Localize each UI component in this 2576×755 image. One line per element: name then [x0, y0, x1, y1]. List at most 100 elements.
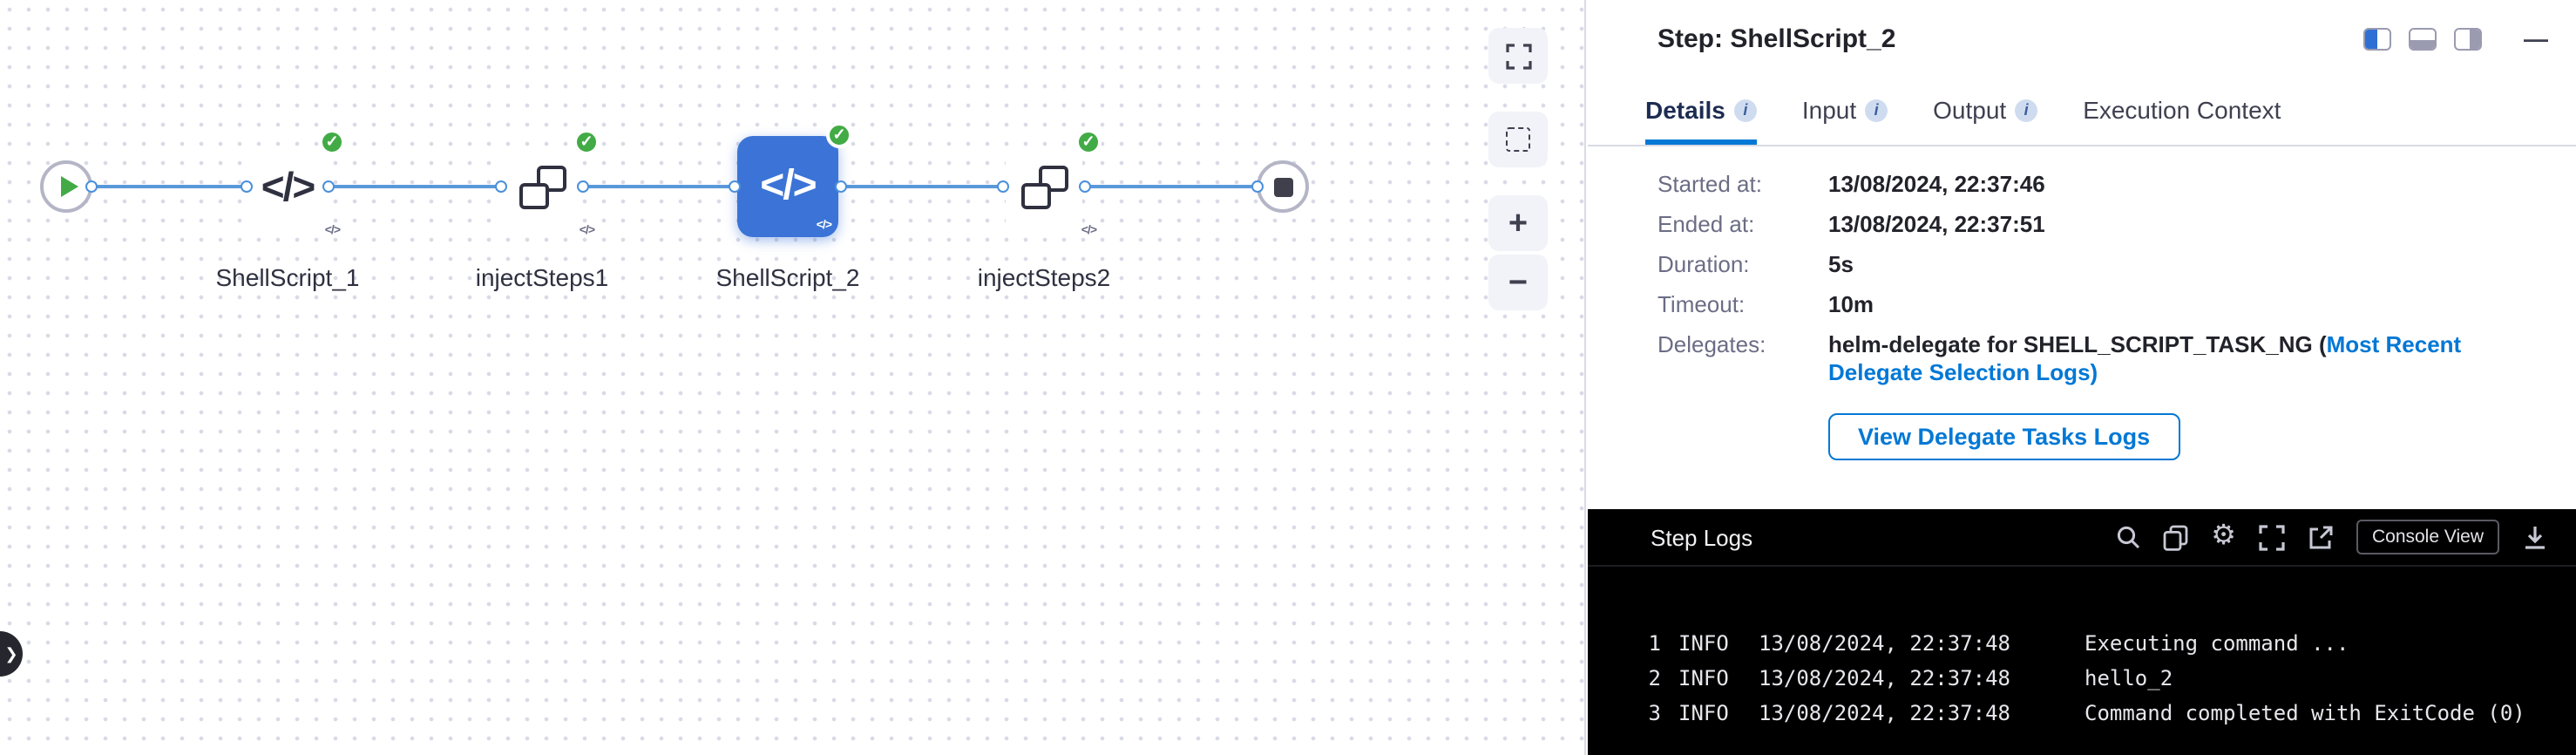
detail-value: 13/08/2024, 22:37:46: [1828, 171, 2045, 197]
log-message: hello_2: [2085, 666, 2173, 690]
node-port-left[interactable]: [729, 180, 741, 193]
code-icon: </>: [760, 162, 817, 209]
shell-script-step-icon[interactable]: ✓ </> </>: [241, 129, 345, 237]
log-timestamp: 13/08/2024, 22:37:48: [1759, 666, 2010, 690]
node-label: injectSteps2: [977, 263, 1111, 291]
log-line: 3 INFO 13/08/2024, 22:37:48 Command comp…: [1640, 696, 2576, 731]
node-port-right[interactable]: [1079, 180, 1091, 193]
pipeline-node-injectsteps2[interactable]: ✓ </> injectSteps2: [974, 129, 1114, 291]
info-icon: i: [1865, 99, 1888, 121]
log-timestamp: 13/08/2024, 22:37:48: [1759, 701, 2010, 725]
node-label: ShellScript_2: [715, 263, 860, 291]
detail-row-started-at: Started at: 13/08/2024, 22:37:46: [1657, 171, 2541, 197]
fullscreen-icon[interactable]: [2259, 524, 2285, 550]
node-port-right[interactable]: [85, 180, 98, 193]
play-icon: [60, 176, 78, 197]
log-message: Executing command ...: [2085, 631, 2349, 656]
node-label: injectSteps1: [475, 263, 609, 291]
node-port-left[interactable]: [495, 180, 507, 193]
delegate-selection-logs-link[interactable]: Most Recent Delegate Selection Logs: [1828, 331, 2462, 386]
view-delegate-tasks-logs-button[interactable]: View Delegate Tasks Logs: [1828, 412, 2180, 459]
step-detail-tabs: Details i Input i Output i Execution Con…: [1588, 77, 2576, 146]
pipeline-node-start[interactable]: [14, 134, 119, 239]
expand-icon: [1505, 43, 1531, 69]
node-port-right[interactable]: [835, 180, 847, 193]
inject-steps-step-icon[interactable]: ✓ </>: [495, 129, 600, 237]
pipeline-canvas[interactable]: ✓ </> </> ShellScript_1 ✓ </> injectStep…: [0, 0, 1586, 755]
end-node-icon[interactable]: [1251, 160, 1309, 213]
detail-label: Ended at:: [1657, 211, 1755, 237]
minimize-button[interactable]: —: [2524, 24, 2548, 52]
tab-execution-context[interactable]: Execution Context: [2083, 77, 2281, 145]
step-title: Step: ShellScript_2: [1657, 24, 1896, 53]
zoom-out-button[interactable]: −: [1488, 255, 1548, 310]
tab-output[interactable]: Output i: [1933, 77, 2038, 145]
node-port-right[interactable]: [577, 180, 589, 193]
stop-icon: [1273, 177, 1292, 196]
chevron-right-icon: ❯: [4, 644, 18, 662]
log-line: 2 INFO 13/08/2024, 22:37:48 hello_2: [1640, 661, 2576, 696]
tab-details[interactable]: Details i: [1645, 77, 1757, 145]
delegates-close-paren: ): [2090, 359, 2098, 386]
search-icon[interactable]: [2115, 525, 2139, 549]
success-badge-icon: ✓: [826, 122, 852, 148]
success-badge-icon: ✓: [319, 129, 345, 155]
log-timestamp: 13/08/2024, 22:37:48: [1759, 631, 2010, 656]
detail-label: Started at:: [1657, 171, 1762, 197]
node-port-left[interactable]: [1251, 180, 1264, 193]
node-port-left[interactable]: [997, 180, 1009, 193]
copy-steps-icon: [519, 165, 566, 208]
left-panel-toggle[interactable]: ❯: [0, 631, 23, 677]
pipeline-node-shellscript-2[interactable]: ✓ </> </> ShellScript_2: [715, 122, 860, 291]
detail-row-delegates: Delegates: helm-delegate for SHELL_SCRIP…: [1657, 331, 2541, 388]
step-logs-title: Step Logs: [1651, 524, 1753, 550]
copy-icon[interactable]: [2162, 524, 2188, 550]
step-type-mini-icon: </>: [816, 220, 832, 232]
detail-label: Duration:: [1657, 251, 1750, 277]
tab-label: Execution Context: [2083, 96, 2281, 124]
console-view-button[interactable]: Console View: [2356, 520, 2499, 554]
tab-input[interactable]: Input i: [1802, 77, 1888, 145]
log-line-number: 1: [1648, 631, 1661, 656]
node-port-left[interactable]: [241, 180, 253, 193]
fit-to-screen-button[interactable]: [1488, 28, 1548, 84]
pipeline-node-injectsteps1[interactable]: ✓ </> injectSteps1: [472, 129, 612, 291]
tab-label: Input: [1801, 96, 1857, 124]
open-external-icon[interactable]: [2308, 524, 2334, 550]
pipeline-node-shellscript-1[interactable]: ✓ </> </> ShellScript_1: [215, 129, 360, 291]
pipeline-edge: [66, 185, 1257, 188]
step-logs-header: Step Logs ⚙ Console View: [1588, 509, 2576, 567]
details-section: Started at: 13/08/2024, 22:37:46 Ended a…: [1588, 146, 2576, 459]
layout-split-right-icon[interactable]: [2454, 27, 2482, 50]
start-node-icon[interactable]: [40, 160, 98, 213]
node-label: ShellScript_1: [215, 263, 360, 291]
success-badge-icon: ✓: [573, 129, 600, 155]
zoom-in-button[interactable]: +: [1488, 195, 1548, 251]
layout-split-bottom-icon[interactable]: [2409, 27, 2437, 50]
log-level: INFO: [1678, 631, 1729, 656]
node-port-right[interactable]: [322, 180, 335, 193]
detail-value: 10m: [1828, 291, 1874, 317]
info-icon: i: [1733, 99, 1757, 121]
layout-split-left-icon[interactable]: [2363, 27, 2391, 50]
settings-gear-icon[interactable]: ⚙: [2211, 521, 2236, 551]
inject-steps-step-icon[interactable]: ✓ </>: [997, 129, 1102, 237]
download-icon[interactable]: [2522, 524, 2548, 550]
detail-row-duration: Duration: 5s: [1657, 251, 2541, 277]
info-icon: i: [2015, 99, 2038, 121]
marquee-select-button[interactable]: [1488, 112, 1548, 167]
pipeline-node-end[interactable]: [1230, 134, 1335, 239]
step-logs-toolbar: ⚙ Console View: [2115, 520, 2576, 554]
log-line: 1 INFO 13/08/2024, 22:37:48 Executing co…: [1640, 626, 2576, 661]
log-output[interactable]: 1 INFO 13/08/2024, 22:37:48 Executing co…: [1588, 567, 2576, 731]
step-type-mini-icon: </>: [1081, 225, 1097, 237]
detail-label: Timeout:: [1657, 291, 1746, 317]
step-type-mini-icon: </>: [324, 225, 341, 237]
log-message: Command completed with ExitCode (0): [2085, 701, 2525, 725]
log-line-number: 3: [1648, 701, 1661, 725]
delegates-text: helm-delegate for SHELL_SCRIPT_TASK_NG (: [1828, 331, 2327, 357]
code-icon: </>: [261, 163, 316, 208]
marquee-icon: [1506, 127, 1530, 152]
shell-script-step-icon-selected[interactable]: ✓ </> </>: [729, 122, 852, 237]
